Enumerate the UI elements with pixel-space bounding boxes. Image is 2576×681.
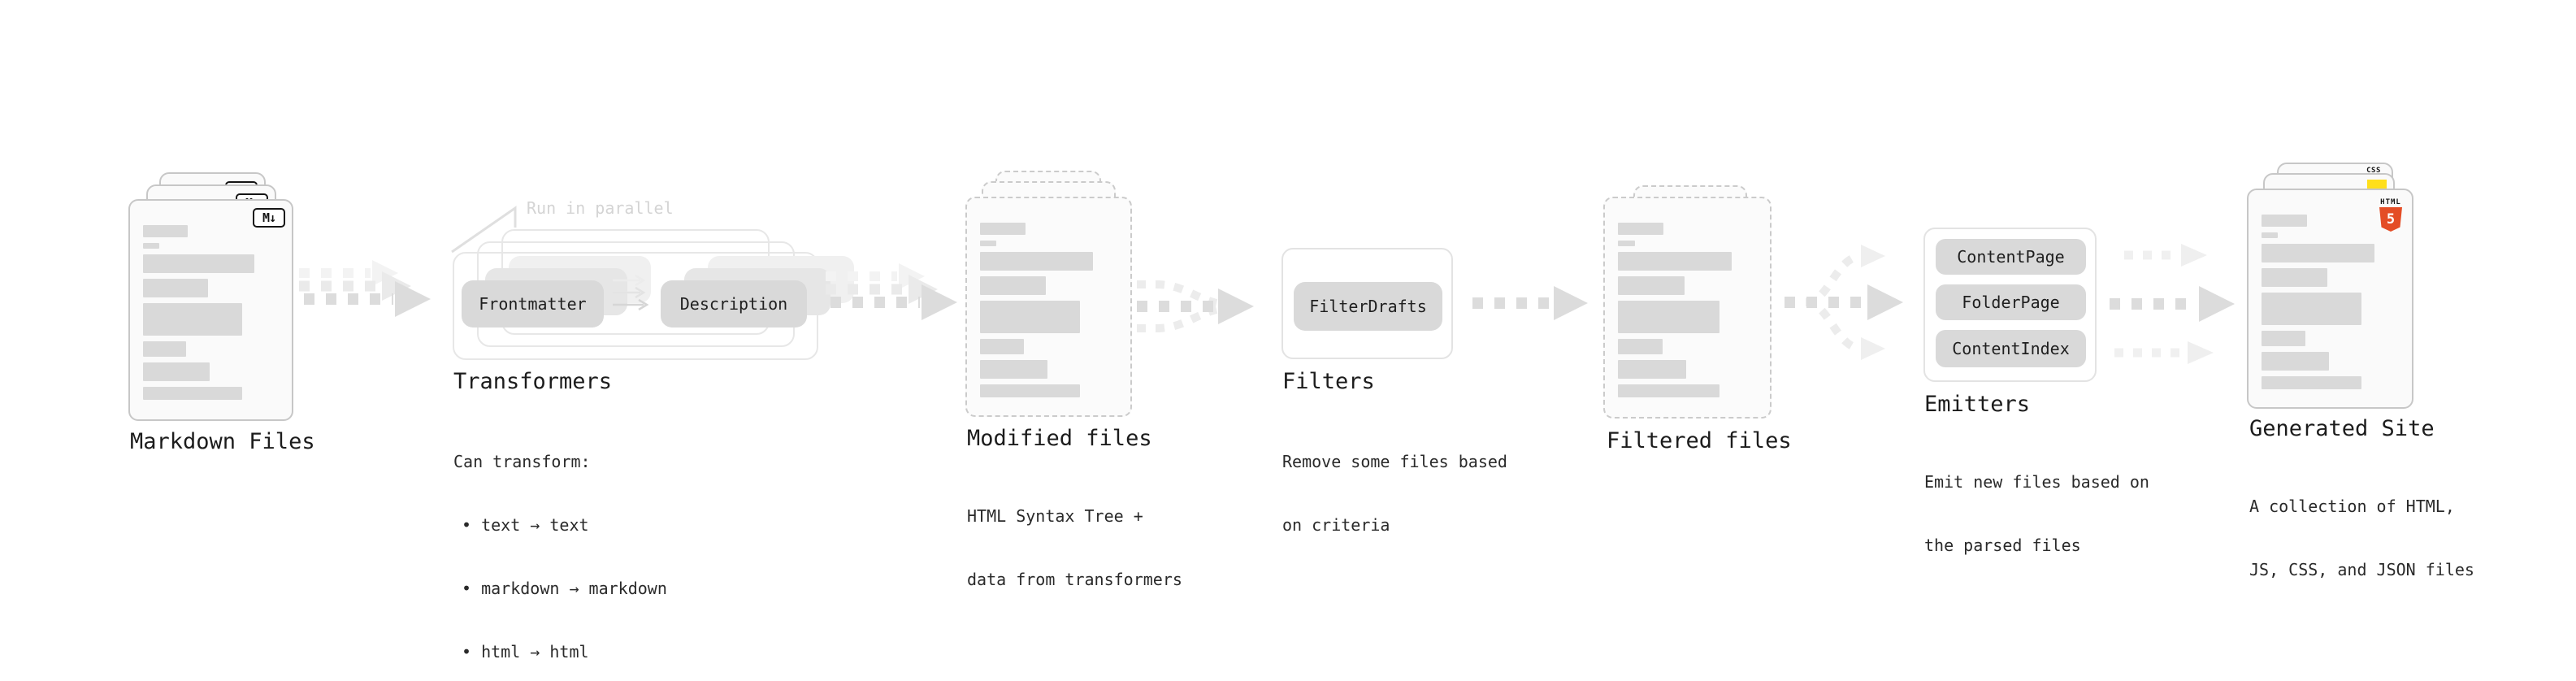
modified-files-description: HTML Syntax Tree + data from transformer… <box>967 506 1182 589</box>
run-in-parallel-note: Run in parallel <box>527 198 674 218</box>
generated-doc-html: HTML 5 <box>2247 189 2413 409</box>
transformers-description: Can transform: • text → text • markdown … <box>453 452 667 661</box>
flow-arrow-modified-to-filters <box>1137 280 1254 332</box>
flow-arrow-filtered-to-emitters <box>1785 245 1903 360</box>
contentindex-chip: ContentIndex <box>1936 330 2086 367</box>
filters-description: Remove some files based on criteria <box>1282 452 1507 535</box>
emitters-title: Emitters <box>1924 392 2031 417</box>
filters-container: FilterDrafts <box>1281 248 1453 359</box>
emitters-container: ContentPage FolderPage ContentIndex <box>1923 228 2097 382</box>
modified-doc-front <box>965 197 1132 417</box>
flow-arrow-transformers-to-modified <box>826 263 957 320</box>
filtered-doc-front <box>1603 197 1772 419</box>
doc-content-bars <box>2262 215 2399 389</box>
markdown-files-title: Markdown Files <box>130 429 315 454</box>
transformers-title: Transformers <box>453 369 613 394</box>
flow-arrow-md-to-transformers <box>299 260 431 317</box>
doc-content-bars <box>980 223 1117 397</box>
generated-site-description: A collection of HTML, JS, CSS, and JSON … <box>2249 497 2474 579</box>
note-leader-line <box>451 206 517 254</box>
contentpage-chip: ContentPage <box>1936 239 2086 275</box>
filters-title: Filters <box>1282 369 1375 394</box>
description-chip: Description <box>661 280 807 327</box>
emitters-description: Emit new files based on the parsed files <box>1924 472 2149 555</box>
generated-site-title: Generated Site <box>2249 416 2435 441</box>
flow-arrow-emitters-to-generated <box>2110 244 2235 364</box>
filtered-files-title: Filtered files <box>1607 428 1792 453</box>
doc-content-bars <box>143 225 279 400</box>
folderpage-chip: FolderPage <box>1936 284 2086 320</box>
doc-content-bars <box>1618 223 1757 397</box>
frontmatter-chip: Frontmatter <box>462 280 604 327</box>
markdown-icon: M↓ <box>253 208 285 228</box>
html5-icon: HTML 5 <box>2378 198 2404 232</box>
flow-arrow-filters-to-filtered <box>1472 286 1588 320</box>
markdown-doc-front: M↓ <box>128 199 293 421</box>
transform-step-arrows <box>613 274 649 311</box>
filterdrafts-chip: FilterDrafts <box>1294 282 1442 331</box>
modified-files-title: Modified files <box>967 426 1152 451</box>
